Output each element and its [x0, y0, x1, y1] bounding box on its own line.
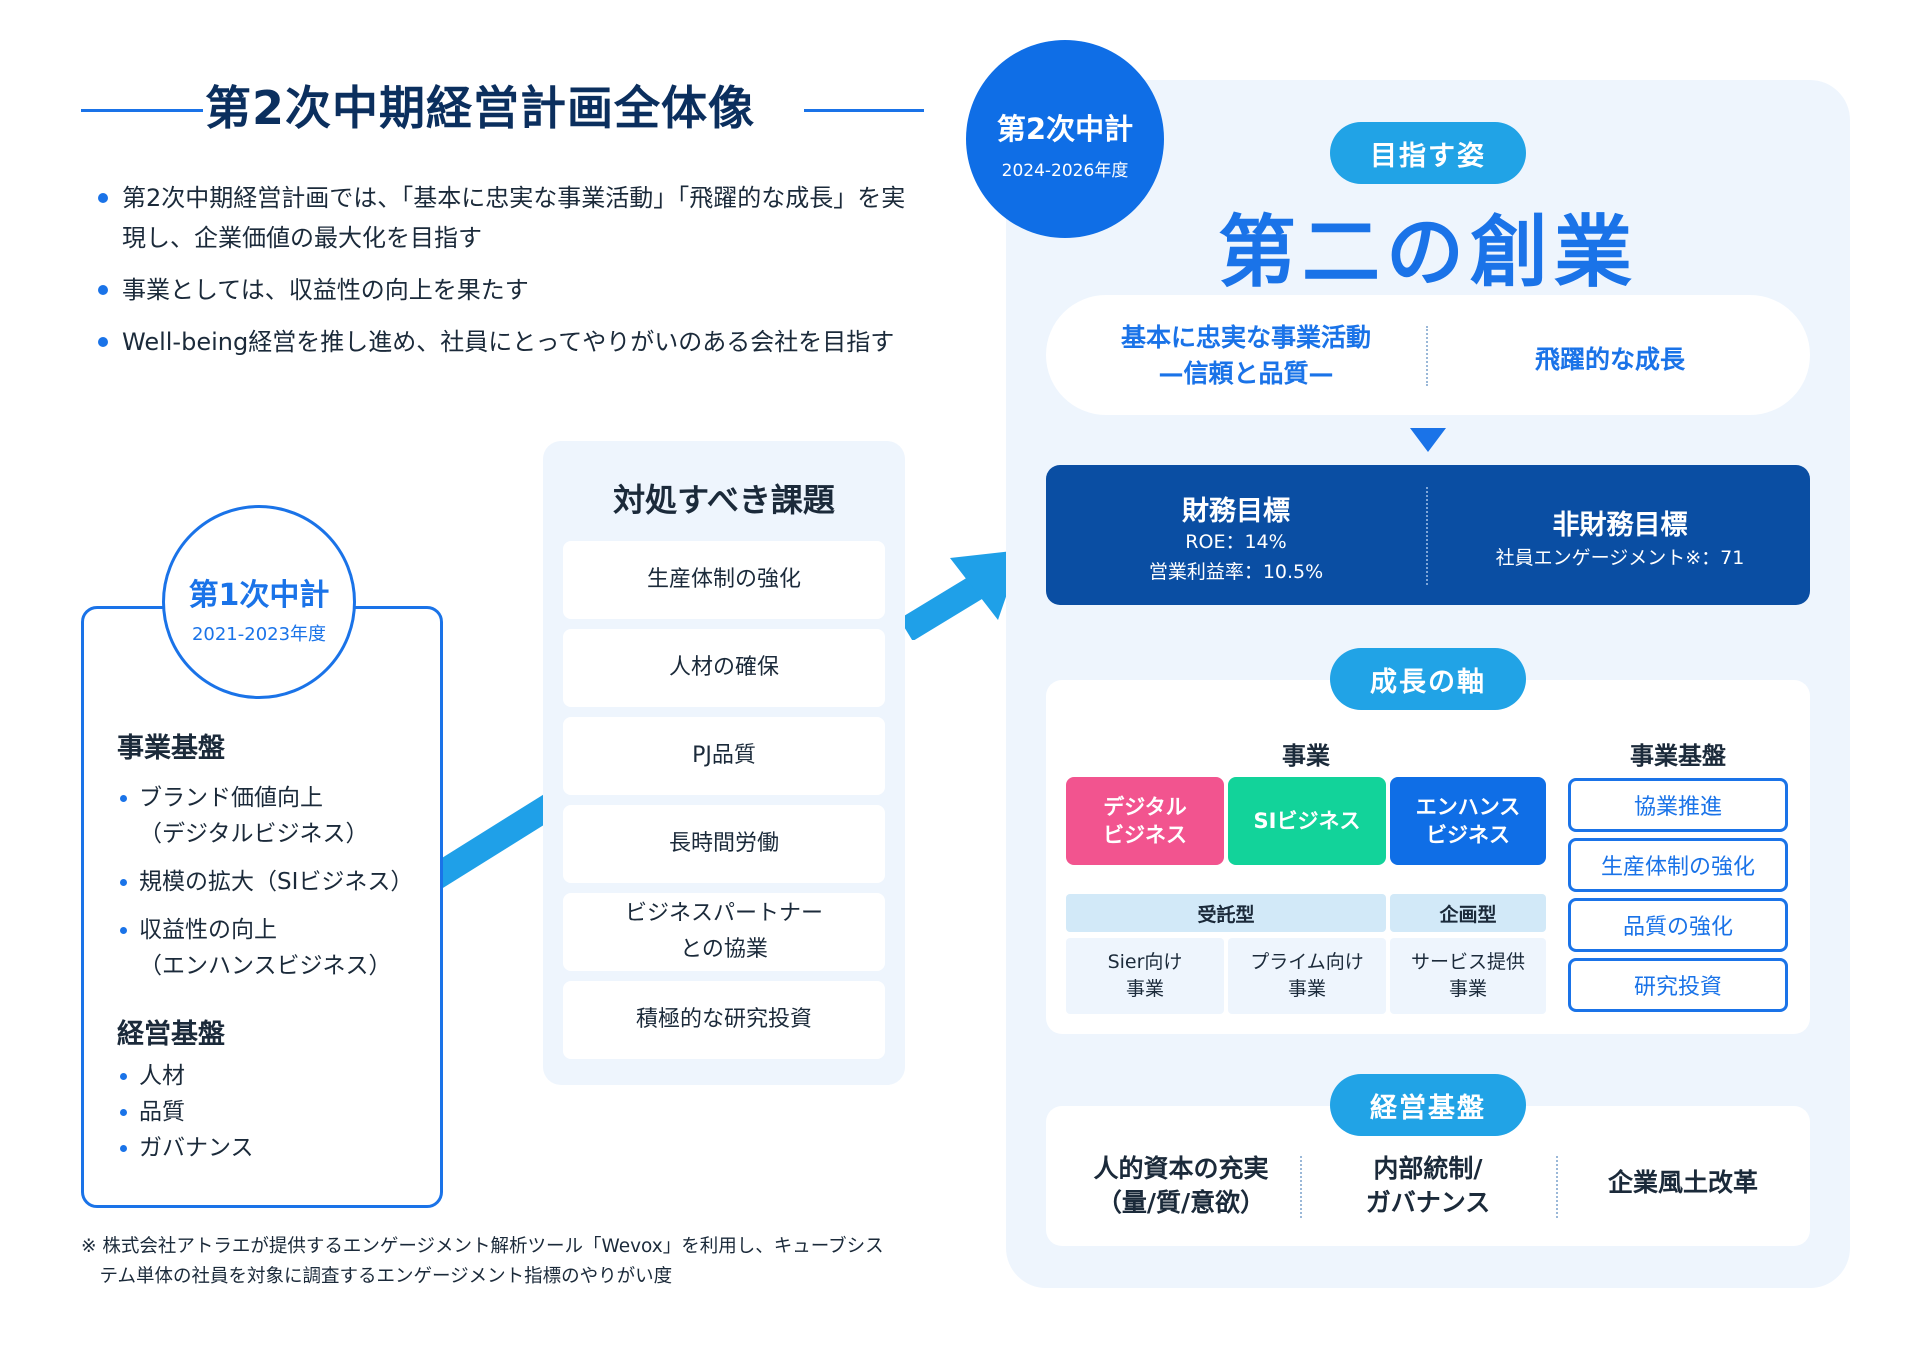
management-divider: [1556, 1156, 1558, 1218]
issue-item: 人材の確保: [563, 629, 885, 707]
issue-item: PJ品質: [563, 717, 885, 795]
type-planning: 企画型: [1390, 894, 1546, 932]
management-label-pill: 経営基盤: [1330, 1074, 1526, 1136]
intro-bullet: 事業としては、収益性の向上を果たす: [96, 270, 926, 310]
plan1-business-item: ブランド価値向上 （デジタルビジネス）: [117, 780, 413, 852]
issue-item: ビジネスパートナー との協業: [563, 893, 885, 971]
foundation-item: 研究投資: [1568, 958, 1788, 1012]
issue-item: 生産体制の強化: [563, 541, 885, 619]
plan1-management-item: 人材: [117, 1058, 254, 1094]
issues-title: 対処すべき課題: [613, 481, 835, 519]
issues-panel: 対処すべき課題 生産体制の強化 人材の確保 PJ品質 長時間労働 ビジネスパート…: [543, 441, 905, 1085]
business-enhance: エンハンス ビジネス: [1390, 777, 1546, 865]
pillar-divider: [1426, 326, 1428, 386]
plan1-name: 第1次中計: [188, 578, 330, 613]
plan1-management-item: 品質: [117, 1094, 254, 1130]
business-digital: デジタル ビジネス: [1066, 777, 1224, 865]
financial-lines: ROE：14% 営業利益率：10.5%: [1148, 531, 1324, 583]
targets-box: 財務目標 ROE：14% 営業利益率：10.5% 非財務目標 社員エンゲージメン…: [1046, 465, 1810, 605]
down-arrow-icon: [1410, 428, 1446, 452]
type-cell: プライム向け 事業: [1228, 938, 1386, 1014]
foundation-item: 生産体制の強化: [1568, 838, 1788, 892]
plan2-period: 2024-2026年度: [1001, 161, 1129, 181]
plan1-period: 2021-2023年度: [191, 624, 327, 645]
business-heading: 事業: [1282, 742, 1330, 770]
plan1-management-heading: 経営基盤: [117, 1019, 225, 1050]
foundation-item: 協業推進: [1568, 778, 1788, 832]
pillars-oval: [1046, 295, 1810, 415]
page-title: 第2次中期経営計画全体像: [205, 81, 756, 135]
intro-bullet: 第2次中期経営計画では、「基本に忠実な事業活動」「飛躍的な成長」を実現し、企業価…: [96, 178, 926, 258]
plan2-badge: 第2次中計 2024-2026年度: [966, 40, 1164, 238]
plan1-management-item: ガバナンス: [117, 1130, 254, 1166]
intro-bullets: 第2次中期経営計画では、「基本に忠実な事業活動」「飛躍的な成長」を実現し、企業価…: [96, 178, 926, 374]
issue-item: 長時間労働: [563, 805, 885, 883]
intro-bullet: Well-being経営を推し進め、社員にとってやりがいのある会社を目指す: [96, 322, 926, 362]
plan1-business-heading: 事業基盤: [117, 733, 225, 764]
vision-label-pill: 目指す姿: [1330, 122, 1526, 184]
management-divider: [1300, 1156, 1302, 1218]
business-si: SIビジネス: [1228, 777, 1386, 865]
plan1-badge: 第1次中計 2021-2023年度: [162, 505, 356, 699]
plan1-business-item: 収益性の向上 （エンハンスビジネス）: [117, 912, 413, 984]
footnote: ※ 株式会社アトラエが提供するエンゲージメント解析ツール「Wevox」を利用し、…: [81, 1236, 884, 1287]
nonfinancial-line: 社員エンゲージメント※：71: [1495, 547, 1745, 569]
issue-item: 積極的な研究投資: [563, 981, 885, 1059]
type-cell: サービス提供 事業: [1390, 938, 1546, 1014]
foundation-item: 品質の強化: [1568, 898, 1788, 952]
title-rule-right: [804, 109, 924, 112]
pillar-left: 基本に忠実な事業活動 —信頼と品質—: [1120, 323, 1371, 388]
management-item: 企業風土改革: [1607, 1168, 1758, 1197]
plan1-business-list: ブランド価値向上 （デジタルビジネス） 規模の拡大（SIビジネス） 収益性の向上…: [117, 780, 413, 984]
growth-label-pill: 成長の軸: [1330, 648, 1526, 710]
management-item: 内部統制/ ガバナンス: [1365, 1154, 1491, 1217]
financial-title: 財務目標: [1182, 496, 1290, 527]
pillar-right: 飛躍的な成長: [1534, 345, 1685, 374]
arrow-up-right-icon: [900, 550, 1022, 640]
targets-divider: [1426, 487, 1428, 585]
title-rule-left: [81, 109, 203, 112]
nonfinancial-title: 非財務目標: [1552, 510, 1688, 541]
management-item: 人的資本の充実 （量/質/意欲）: [1093, 1154, 1269, 1217]
type-contract: 受託型: [1066, 894, 1386, 932]
foundation-heading: 事業基盤: [1630, 742, 1726, 770]
plan2-name: 第2次中計: [996, 112, 1134, 146]
vision-statement: 第二の創業: [1217, 208, 1638, 298]
plan1-business-item: 規模の拡大（SIビジネス）: [117, 864, 413, 900]
plan1-management-list: 人材 品質 ガバナンス: [117, 1058, 254, 1166]
type-cell: Sier向け 事業: [1066, 938, 1224, 1014]
